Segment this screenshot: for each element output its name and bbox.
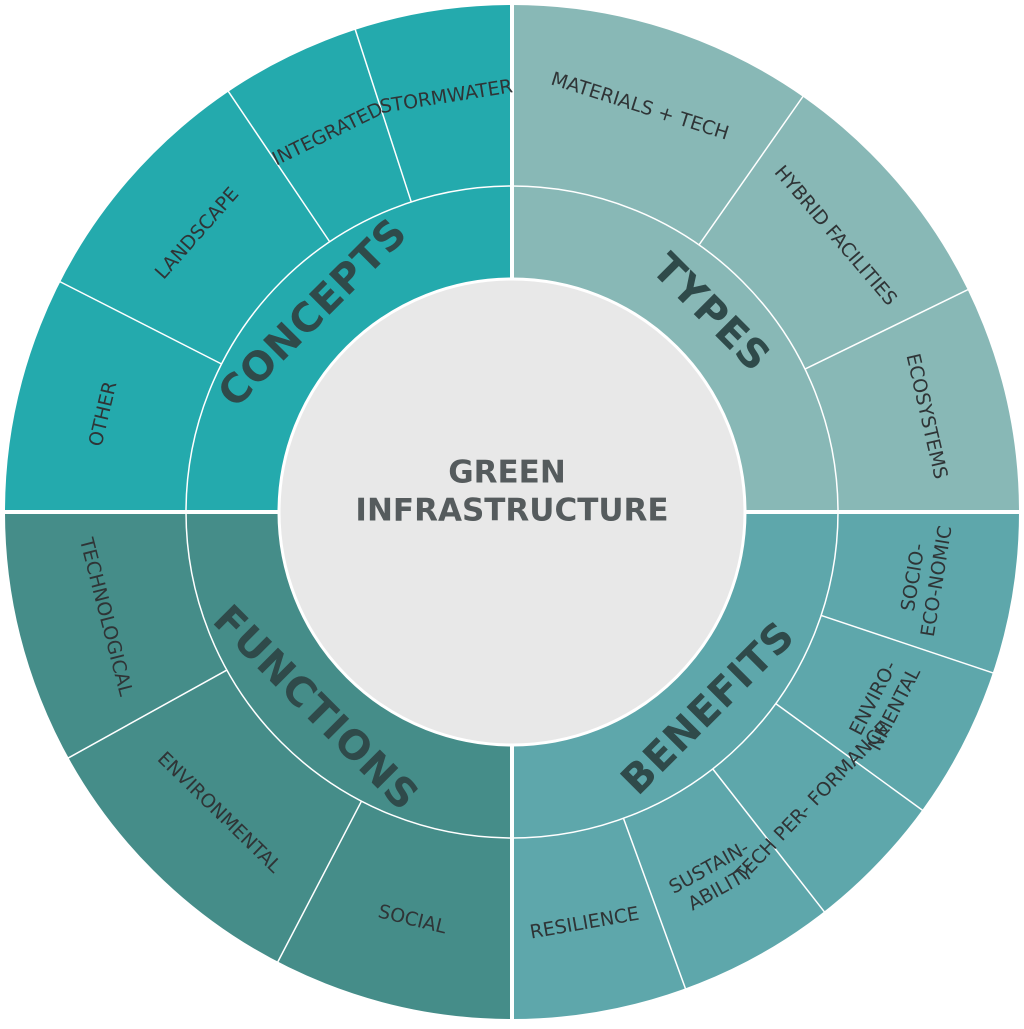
segment-divider [775,703,924,812]
segment-divider [59,280,222,365]
ring-boundary [511,511,839,839]
segment-divider [67,669,228,759]
segment-divider [712,768,826,913]
quadrant-types [512,4,1020,512]
ring-boundary [185,185,513,513]
segment-divider [804,288,969,370]
center-circle [277,277,747,747]
segment-divider [227,90,331,243]
ring-boundary [185,511,513,839]
segment-divider [354,28,412,203]
segment-divider [820,614,994,674]
center-hub: GREEN INFRASTRUCTURE [277,277,747,747]
ring-boundary [511,185,839,513]
center-title-line-1: GREEN [448,455,566,491]
segment-divider [276,800,363,963]
center-title-line-2: INFRASTRUCTURE [355,493,668,529]
segment-divider [698,95,804,246]
outer-rim [3,3,1021,1021]
quadrant-functions [4,512,512,1020]
segment-divider [622,818,687,990]
quadrant-concepts [4,4,512,512]
